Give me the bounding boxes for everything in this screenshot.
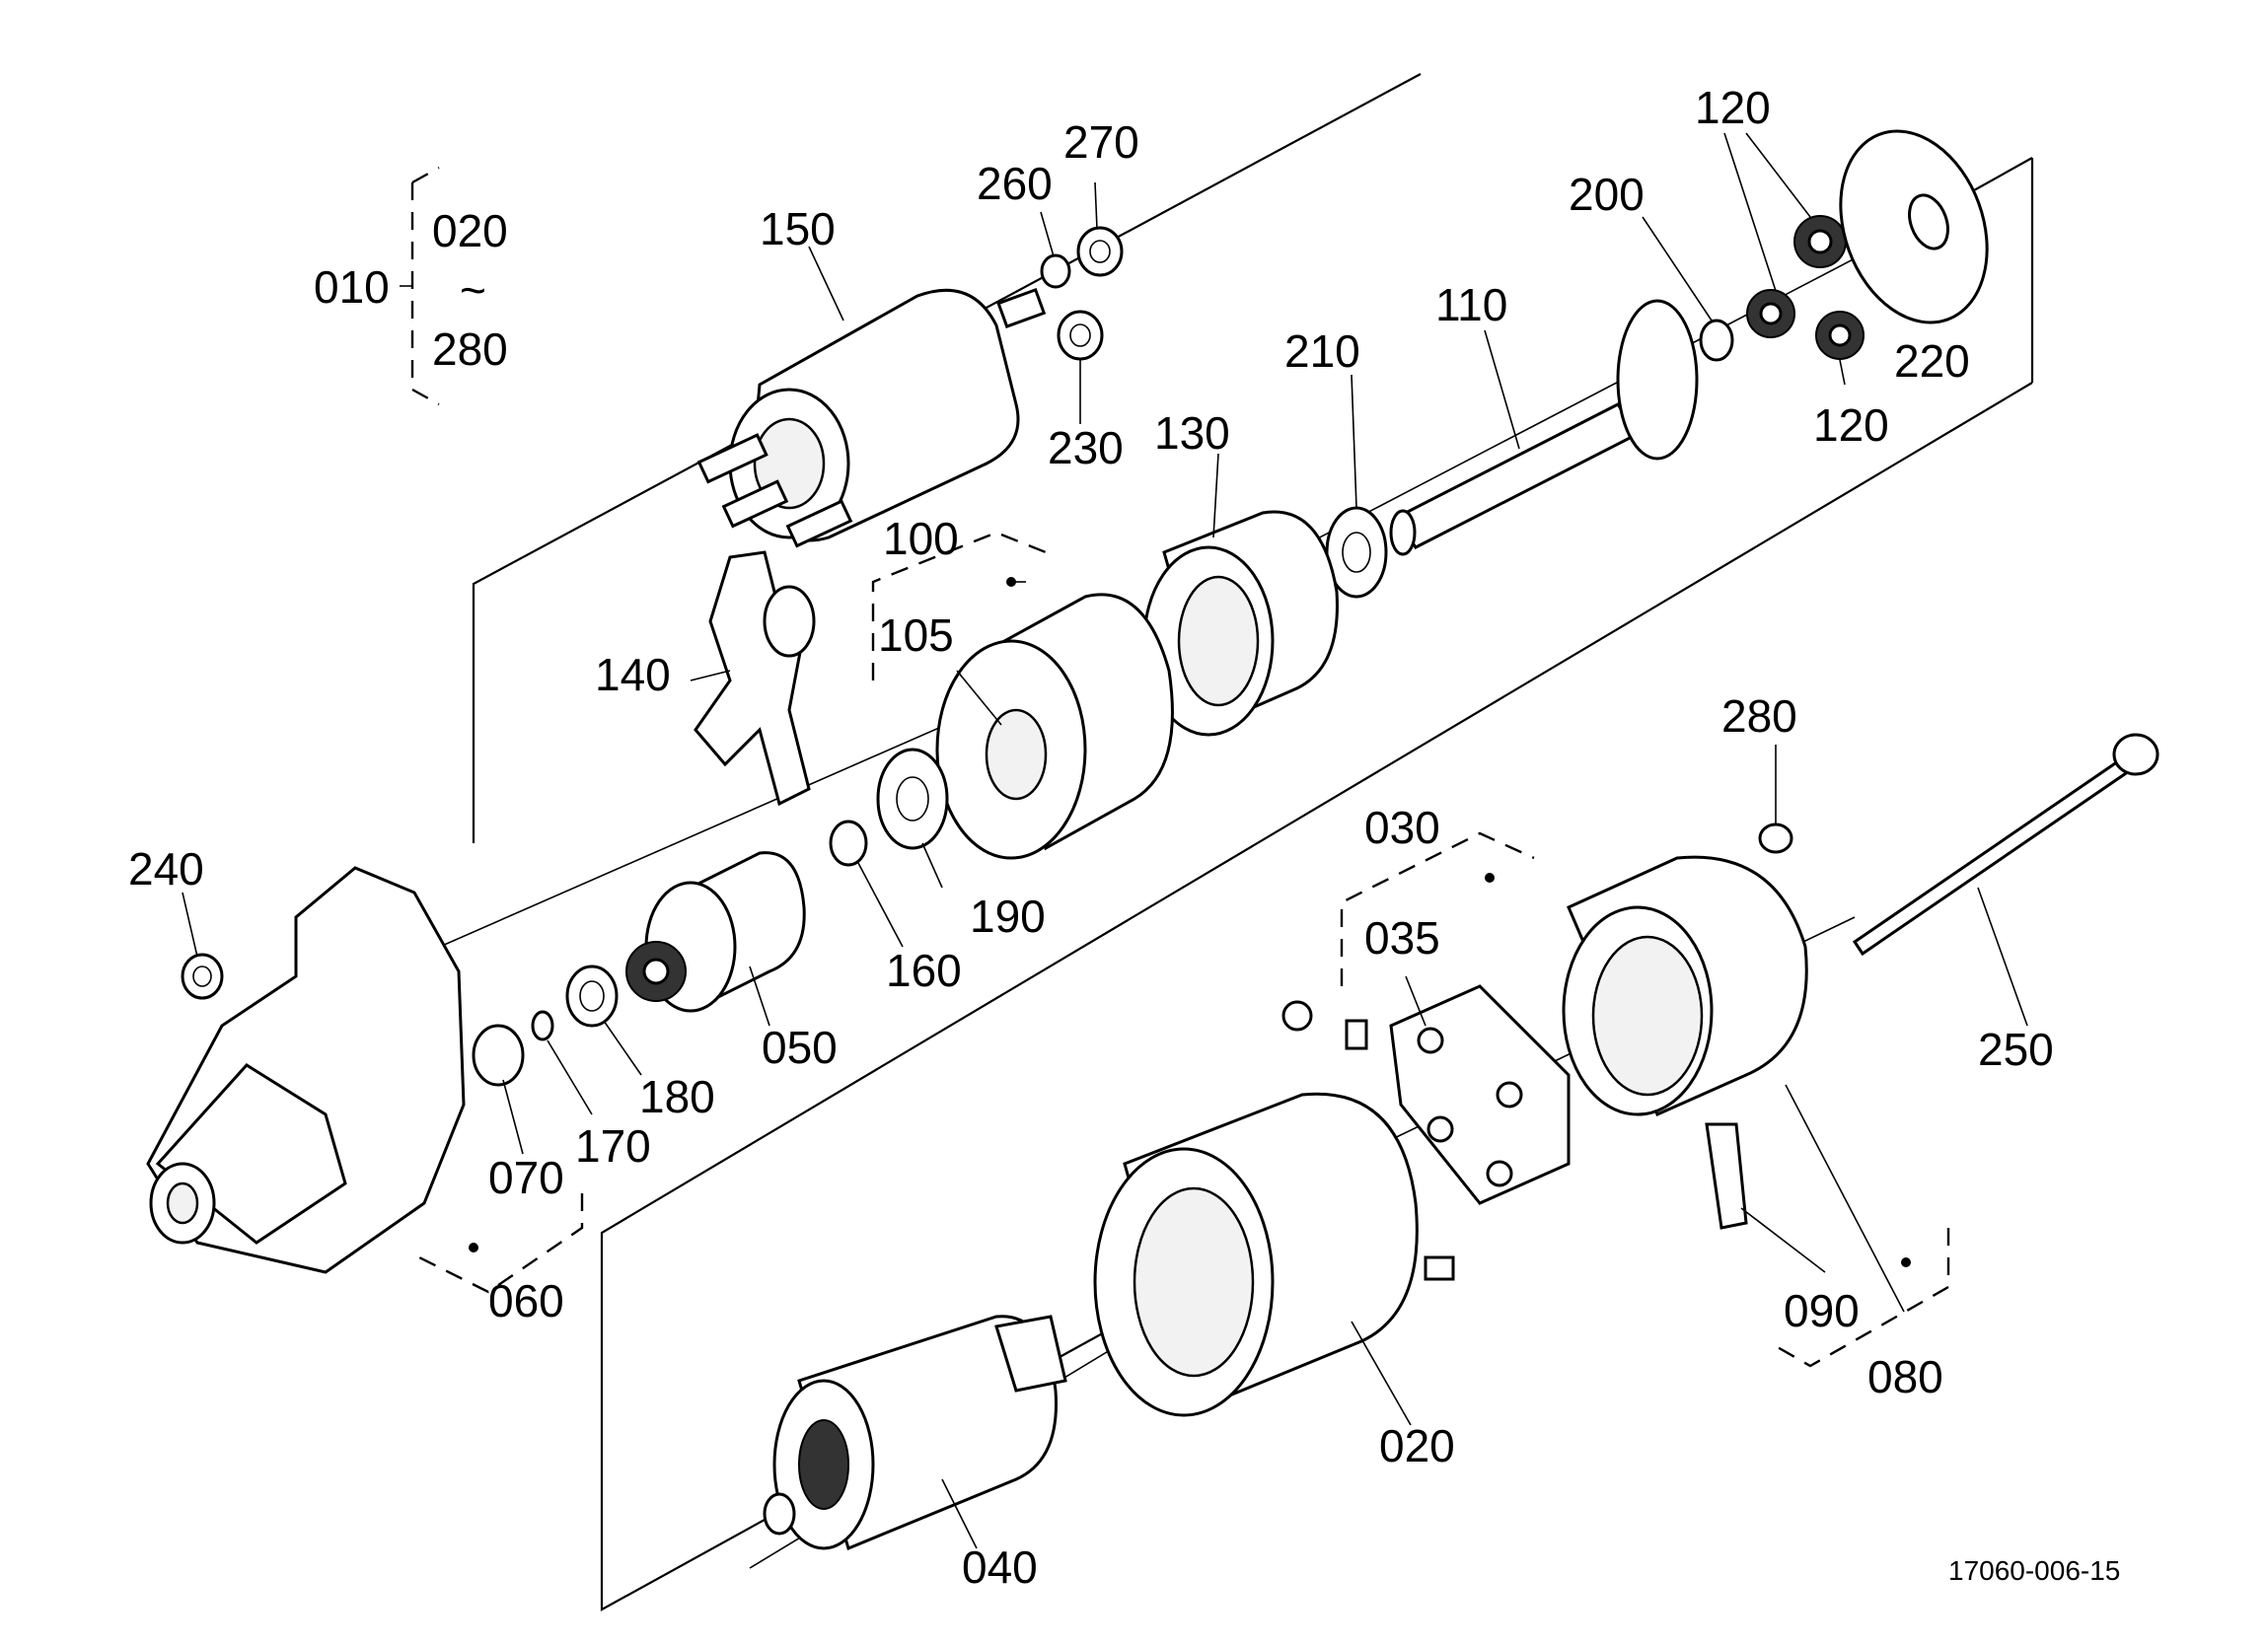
part-label-250: 250 xyxy=(1978,1024,2054,1075)
part-label-230: 230 xyxy=(1048,422,1124,473)
part-label-270: 270 xyxy=(1063,116,1139,168)
part-label-130: 130 xyxy=(1154,407,1230,459)
part-label-105: 105 xyxy=(878,609,954,661)
leader-lines xyxy=(182,132,2028,1549)
assembly-from-label: 020 xyxy=(432,205,508,256)
part-label-140: 140 xyxy=(595,649,671,700)
part-label-160: 160 xyxy=(886,945,962,996)
washer-and-clip xyxy=(829,748,949,867)
small-nuts-washers xyxy=(1040,226,1124,361)
rear-end-frame xyxy=(1562,855,1808,1116)
drive-end-frame xyxy=(146,866,466,1274)
part-label-260: 260 xyxy=(977,158,1053,209)
part-label-060: 060 xyxy=(488,1275,564,1326)
assembly-010-label: 010 xyxy=(314,261,390,313)
part-label-035: 035 xyxy=(1364,912,1440,964)
part-label-020: 020 xyxy=(1379,1420,1455,1471)
part-label-170: 170 xyxy=(575,1120,651,1172)
assembly-to-label: 280 xyxy=(432,323,508,375)
part-label-150: 150 xyxy=(760,203,836,254)
solenoid-switch xyxy=(696,287,1047,548)
internal-gear xyxy=(1142,506,1388,737)
assembly-tilde: ~ xyxy=(460,264,486,316)
pinion-assembly xyxy=(625,851,806,1013)
part-label-100: 100 xyxy=(883,513,959,564)
part-label-200: 200 xyxy=(1569,169,1645,220)
part-labels: 150 260 270 230 200 110 120 120 220 210 … xyxy=(128,82,2054,1593)
part-label-080: 080 xyxy=(1867,1351,1943,1402)
yoke-field-coil xyxy=(1093,1000,1455,1417)
armature xyxy=(763,1315,1067,1551)
gears-and-plate xyxy=(1699,129,1989,362)
stop-ring-and-bush xyxy=(472,965,619,1087)
planetary-shaft xyxy=(1389,299,1699,556)
assembly-range-label: 010 020 ~ 280 xyxy=(314,205,508,375)
part-label-040: 040 xyxy=(962,1541,1038,1593)
part-label-210: 210 xyxy=(1284,325,1360,377)
part-label-070: 070 xyxy=(488,1152,564,1203)
part-label-190: 190 xyxy=(970,891,1046,942)
part-label-050: 050 xyxy=(762,1022,838,1073)
part-label-240: 240 xyxy=(128,843,204,895)
part-label-110: 110 xyxy=(1435,279,1507,330)
part-label-120-bottom: 120 xyxy=(1813,399,1889,451)
part-label-090: 090 xyxy=(1784,1285,1860,1336)
brush-holder xyxy=(1389,984,1571,1205)
part-label-030: 030 xyxy=(1364,802,1440,853)
assembly-dots xyxy=(469,577,1911,1267)
part-label-120-top: 120 xyxy=(1695,82,1771,133)
part-label-220: 220 xyxy=(1894,335,1970,387)
part-label-280: 280 xyxy=(1721,690,1797,742)
part-label-180: 180 xyxy=(639,1071,715,1122)
screws-and-bolt xyxy=(1705,733,2159,1230)
overrunning-clutch xyxy=(935,593,1174,860)
figure-reference-code: 17060-006-15 xyxy=(1948,1555,2120,1586)
nut-240 xyxy=(181,953,224,1000)
shift-lever xyxy=(694,550,816,807)
